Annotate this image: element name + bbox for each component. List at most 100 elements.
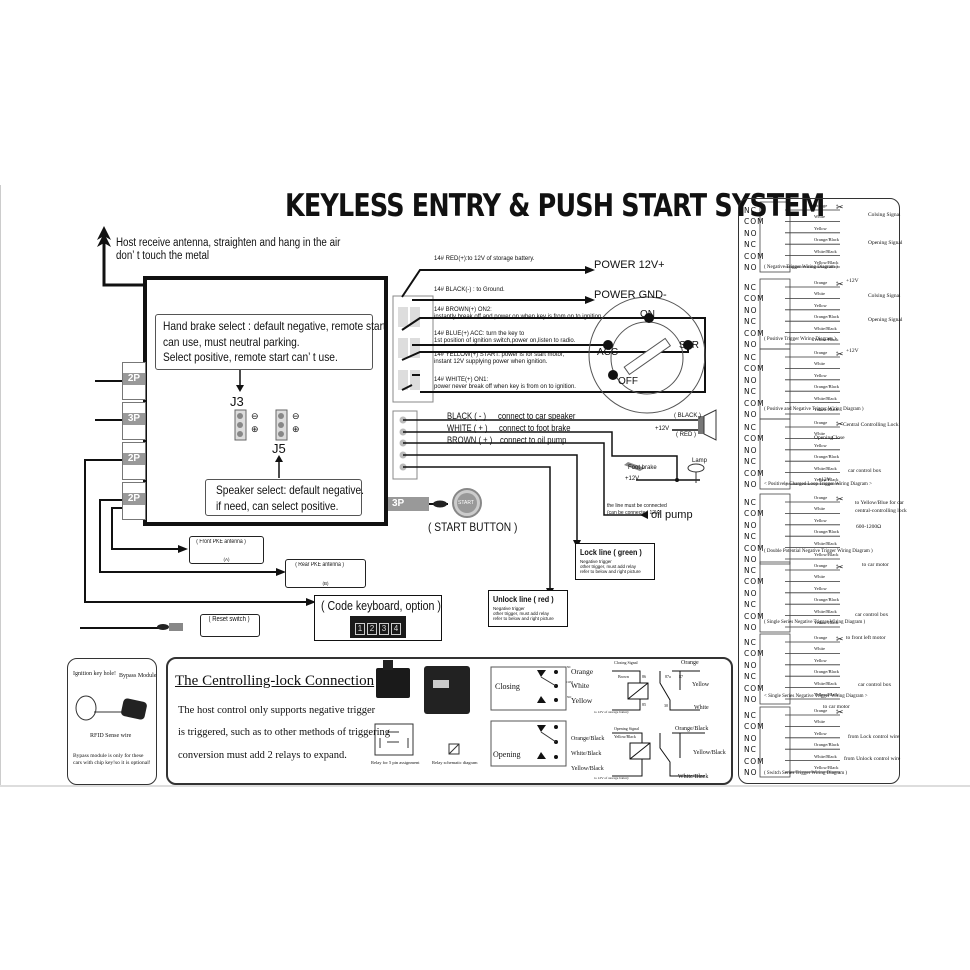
signal-white-desc: connect to foot brake	[499, 423, 571, 433]
side-diagram-label: Opening Signal	[868, 240, 903, 246]
pin-com: COM	[744, 251, 765, 261]
pin-com: COM	[744, 722, 765, 732]
key-1[interactable]: 1	[355, 623, 365, 635]
start-button-label: ( START BUTTON )	[428, 520, 518, 534]
side-diagram-label: car control box	[858, 682, 892, 688]
side-diagram-label: +12V	[846, 348, 859, 354]
side-diagram-label: to front left motor	[846, 635, 886, 641]
wire-color-label: White	[814, 291, 825, 297]
wire-color-label: White/Black	[814, 395, 837, 401]
wire-color-label: Yellow	[814, 657, 827, 663]
jumper-j3-label: J3	[230, 394, 244, 409]
wire-color-label: Yellow	[814, 372, 827, 378]
wire-color-label: Orange/Black	[814, 669, 839, 675]
wire-color-label: Orange/Black	[814, 237, 839, 243]
connector-1: 2P	[122, 362, 146, 400]
wire-color-label: White/Black	[814, 680, 837, 686]
wire-color-label: White	[814, 361, 825, 367]
pin-no: NO	[744, 555, 758, 565]
pin-com: COM	[744, 649, 765, 659]
bypass-module-icon	[121, 698, 147, 720]
closing-relay-coil	[627, 682, 649, 700]
side-diagram-label: to car motor	[823, 704, 850, 710]
side-diagram-label: to Yellow/Blue for car	[855, 500, 904, 506]
pin-nc: NC	[744, 240, 757, 250]
positive-icon: ⊕	[292, 424, 300, 434]
pin-nc: NC	[744, 566, 757, 575]
ignition-off-label: OFF	[618, 376, 638, 387]
scissors-icon: ✂	[836, 202, 844, 212]
front-antenna-box: ( Front PKE antenna ) (A)	[189, 536, 264, 564]
yellow-wire-desc: 14# YELLOW(+) START: power is for start …	[434, 352, 565, 365]
connector-2: 3P	[122, 402, 146, 440]
scissors-icon: ✂	[836, 634, 844, 644]
pin-no: NO	[744, 695, 758, 705]
black-wire-desc: 14# BLACK(-) : to Ground.	[434, 287, 505, 293]
wire-color-label: Yellow/Black	[814, 337, 839, 342]
wire-color-label: White	[814, 214, 825, 220]
wire-color-label: Orange	[814, 280, 828, 285]
wire-color-label: Orange/Black	[814, 314, 839, 320]
j5-polarity: ⊖⊕	[292, 410, 300, 436]
wire-color-label: Yellow/Black	[814, 692, 839, 697]
host-control-unit	[143, 276, 388, 526]
power-gnd-label: POWER GND-	[594, 289, 667, 301]
signal-black-color: BLACK ( - )	[447, 411, 487, 421]
ignition-key-slot	[623, 337, 672, 376]
pin-com: COM	[744, 217, 765, 227]
wire-color-label: Yellow	[814, 225, 827, 231]
rear-antenna-box: ( Rear PKE antenna ) (B)	[285, 559, 366, 588]
key-2[interactable]: 2	[367, 623, 377, 635]
pin-nc: NC	[744, 532, 757, 542]
wire-color-label: Orange/Black	[814, 597, 839, 603]
hand-brake-note: Hand brake select : default negative, re…	[155, 314, 386, 370]
relay-outline	[759, 201, 791, 273]
power-12v-label: POWER 12V+	[594, 259, 665, 271]
pin-nc: NC	[744, 745, 757, 755]
opening-relay-coil	[629, 742, 651, 760]
key-3[interactable]: 3	[379, 623, 389, 635]
side-diagram-label: +12V	[846, 278, 859, 284]
pin-nc: NC	[744, 600, 757, 610]
side-diagram-caption: ( Double Potential Negative Trigger Wiri…	[764, 549, 873, 554]
wire-color-label: Orange/Black	[814, 384, 839, 390]
pin-com: COM	[744, 328, 765, 338]
scissors-icon: ✂	[836, 562, 844, 572]
wire-color-label: Orange	[814, 420, 828, 425]
relay-pin-diagram	[374, 723, 414, 756]
pin-no: NO	[744, 480, 758, 490]
scissors-icon: ✂	[836, 419, 844, 429]
brown-wire-desc: 14# BROWN(+) ON2:instantly break off and…	[434, 307, 603, 320]
wire-color-label: Yellow/Black	[814, 407, 839, 412]
relay-outline	[759, 493, 791, 565]
side-diagram-label: central-controlling lock	[855, 508, 907, 514]
wire-color-label: Orange	[814, 635, 828, 640]
wire-color-label: Yellow/Black	[814, 765, 839, 770]
wire-color-label: Orange/Black	[814, 742, 839, 748]
ignition-on-label: ON	[640, 309, 655, 320]
side-diagram-caption: ( Positive Trigger Wiring Diagram )	[764, 337, 836, 342]
scissors-icon: ✂	[836, 279, 844, 289]
wire-color-label: White	[814, 719, 825, 725]
wire-color-label: White	[814, 506, 825, 512]
oil-pump-note: the line must be connected(can be connec…	[607, 503, 667, 516]
wire-brown	[401, 317, 706, 393]
ignition-switch-outer	[588, 296, 706, 414]
wire-color-label: White	[814, 646, 825, 652]
pin-nc: NC	[744, 638, 757, 647]
pin-no: NO	[744, 768, 758, 778]
pin-no: NO	[744, 305, 758, 315]
start-connector-label: 3P	[392, 498, 405, 509]
key-4[interactable]: 4	[391, 623, 401, 635]
pin-no: NO	[744, 375, 758, 385]
scissors-icon: ✂	[836, 494, 844, 504]
side-diagram-label: Opening	[814, 435, 833, 441]
foot-brake-label: Foot brake	[628, 465, 657, 471]
start-button-text[interactable]: START	[458, 500, 474, 506]
pin-com: COM	[744, 683, 765, 693]
